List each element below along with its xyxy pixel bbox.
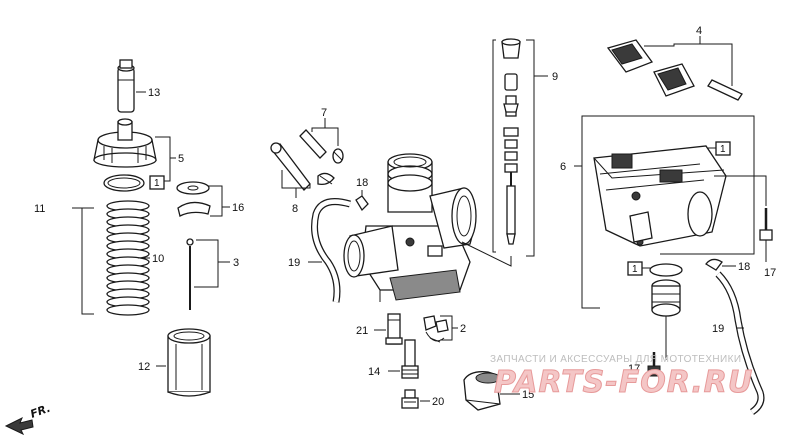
part-18-clip-left: [355, 195, 369, 212]
part-3-jet-needle: [186, 238, 194, 310]
part-17-screw-right: [759, 208, 773, 241]
part-17-drain-screw: [647, 352, 661, 377]
label-6: 6: [560, 161, 566, 173]
part-5-top-cap: [93, 118, 157, 168]
label-11: 11: [34, 203, 45, 215]
label-8: 8: [292, 203, 298, 215]
label-12: 12: [138, 361, 150, 373]
label-19-right: 19: [712, 323, 724, 335]
label-4: 4: [696, 25, 702, 37]
label-21: 21: [356, 325, 368, 337]
label-2: 2: [460, 323, 466, 335]
label-9: 9: [552, 71, 558, 83]
carburetor-body: [343, 153, 477, 302]
bowl-gasket: [649, 263, 683, 277]
label-17-right: 17: [764, 267, 776, 279]
kit-box-upper-right-label: 1: [720, 144, 726, 155]
label-16: 16: [232, 202, 244, 214]
label-17-lower: 17: [628, 363, 640, 375]
kit-box-lower-label: 1: [632, 264, 638, 275]
label-20: 20: [432, 396, 444, 408]
kit-box-left-label: 1: [154, 178, 160, 189]
label-13: 13: [148, 87, 160, 99]
label-15: 15: [522, 389, 534, 401]
label-10: 10: [152, 253, 164, 265]
part-14-needle-jet: [401, 339, 419, 379]
part-4-filter-set: [606, 39, 743, 101]
float-valve-seat: [651, 279, 681, 317]
label-3: 3: [233, 257, 239, 269]
label-18-right: 18: [738, 261, 750, 273]
o-ring: [103, 174, 145, 192]
watermark-brand: PARTS-FOR.RU: [494, 365, 753, 400]
part-15-float: [463, 371, 501, 411]
part-13-top-cap: [117, 59, 135, 113]
label-18-left: 18: [356, 177, 368, 189]
front-direction-arrow: FR.: [4, 402, 53, 436]
label-14: 14: [368, 366, 380, 378]
part-2-jet-pair: [423, 315, 449, 343]
part-8-air-screw: [270, 142, 335, 191]
kit-box-left: [149, 175, 165, 190]
part-16-retainer: [176, 181, 211, 217]
float-chamber: [593, 145, 727, 247]
part-9-cable-assembly: [501, 38, 521, 245]
label-5: 5: [178, 153, 184, 165]
part-20-main-jet: [401, 389, 419, 409]
part-21-jet: [385, 313, 403, 345]
part-10-spring: [106, 200, 150, 316]
label-7: 7: [321, 107, 327, 119]
part-12-throttle-slide: [167, 328, 211, 397]
watermark-caption: ЗАПЧАСТИ И АКСЕССУАРЫ ДЛЯ МОТОТЕХНИКИ: [490, 354, 741, 365]
front-label: FR.: [29, 402, 53, 421]
part-18-clip-right: [705, 258, 723, 271]
label-19-left: 19: [288, 257, 300, 269]
part-7-pilot-screw: [299, 129, 344, 164]
